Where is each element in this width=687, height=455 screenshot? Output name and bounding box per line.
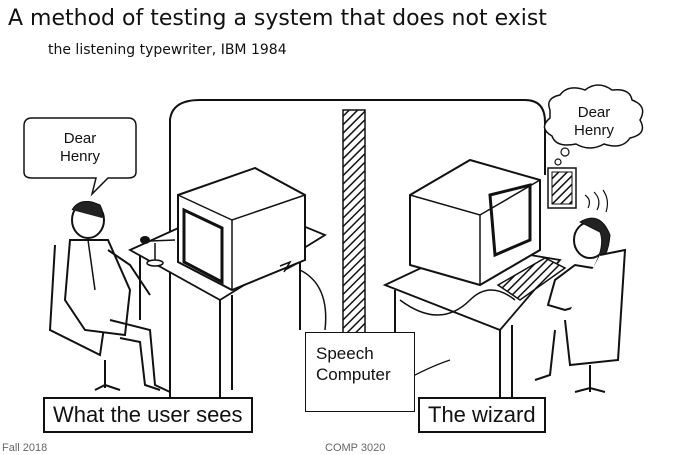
user-bubble-line1: Dear [63, 130, 97, 147]
wizard-bubble-line2: Henry [573, 122, 614, 139]
room-outline [169, 99, 546, 400]
footer-left: Fall 2018 [2, 442, 48, 454]
wizard-monitor [409, 158, 541, 287]
speech-computer-box: Speech Computer [305, 332, 415, 412]
footer-center: COMP 3020 [325, 442, 386, 454]
slide-title: A method of testing a system that does n… [8, 6, 547, 31]
wizard-label: The wizard [418, 397, 546, 433]
partition-wall [342, 109, 366, 346]
wizard-figure [534, 217, 627, 393]
wizard-thought-bubble [543, 84, 644, 166]
microphone-icon [140, 236, 176, 267]
user-monitor [177, 166, 306, 292]
keyboard-icon [496, 257, 567, 301]
user-figure [48, 200, 171, 393]
wizard-bubble-text: Dear Henry [558, 104, 630, 140]
speaker-icon [547, 167, 609, 213]
user-speech-bubble [23, 117, 137, 197]
user-bubble-text: Dear Henry [48, 130, 112, 166]
slide-subtitle: the listening typewriter, IBM 1984 [48, 42, 287, 58]
speech-computer-line1: Speech [316, 344, 374, 363]
user-label: What the user sees [43, 397, 253, 433]
user-bubble-line2: Henry [59, 148, 100, 165]
speech-computer-line2: Computer [316, 365, 391, 384]
wizard-bubble-line1: Dear [577, 104, 611, 121]
